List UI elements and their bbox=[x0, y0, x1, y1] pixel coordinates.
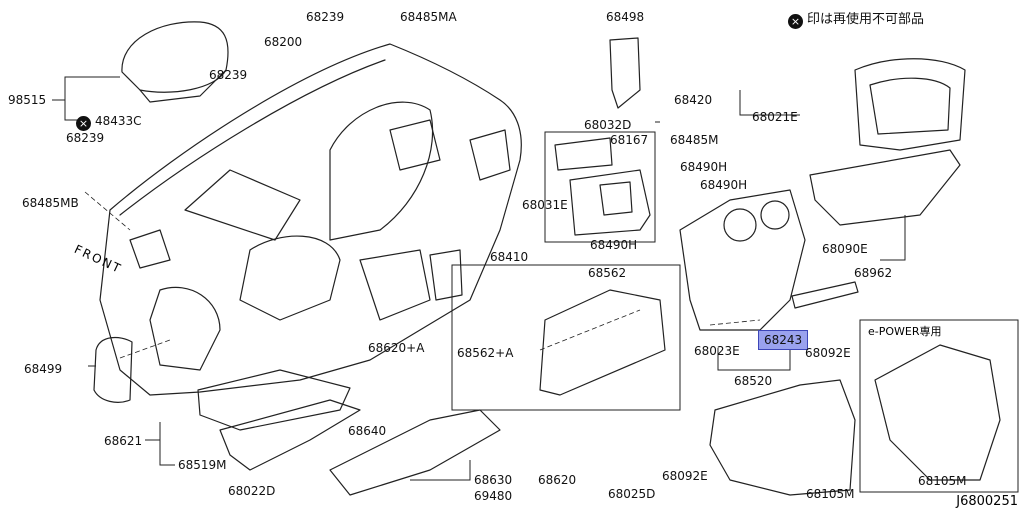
legend-text: 印は再使用不可部品 bbox=[807, 12, 925, 27]
part-68239-top[interactable]: 68239 bbox=[306, 10, 345, 24]
part-68620-A[interactable]: 68620+A bbox=[368, 341, 425, 355]
epower-inset-title: e-POWER専用 bbox=[868, 325, 942, 338]
cluster-lid-drawing bbox=[679, 189, 806, 331]
part-68420[interactable]: 68420 bbox=[674, 93, 713, 107]
part-68485MA[interactable]: 68485MA bbox=[400, 10, 457, 24]
part-68490H-c[interactable]: 68490H bbox=[590, 238, 638, 252]
lower-cover-drawing bbox=[709, 379, 856, 496]
part-68562-A[interactable]: 68562+A bbox=[457, 346, 514, 360]
group-box-switches bbox=[544, 131, 656, 243]
part-68239-left[interactable]: 68239 bbox=[66, 131, 105, 145]
part-68490H-b[interactable]: 68490H bbox=[700, 178, 748, 192]
part-69480[interactable]: 69480 bbox=[474, 489, 513, 503]
part-68023E[interactable]: 68023E bbox=[694, 344, 740, 358]
part-68498[interactable]: 68498 bbox=[606, 10, 645, 24]
part-68092E-a[interactable]: 68092E bbox=[805, 346, 851, 360]
part-68485M[interactable]: 68485M bbox=[670, 133, 719, 147]
part-68025D[interactable]: 68025D bbox=[608, 487, 656, 501]
part-68032D[interactable]: 68032D bbox=[584, 118, 632, 132]
part-68022D[interactable]: 68022D bbox=[228, 484, 276, 498]
switch-panel-drawing bbox=[554, 137, 651, 236]
group-box-glovebox bbox=[451, 264, 681, 411]
part-68490H-a[interactable]: 68490H bbox=[680, 160, 728, 174]
meter-hood-drawing bbox=[854, 58, 966, 151]
part-68621[interactable]: 68621 bbox=[104, 434, 143, 448]
x-mark-icon: × bbox=[76, 116, 91, 131]
nameplate-drawing bbox=[791, 281, 859, 309]
glovebox-door-drawing bbox=[539, 289, 666, 396]
part-68200[interactable]: 68200 bbox=[264, 35, 303, 49]
part-68520[interactable]: 68520 bbox=[734, 374, 773, 388]
side-vent-drawing bbox=[93, 336, 133, 403]
part-68090E[interactable]: 68090E bbox=[822, 242, 868, 256]
part-68519M[interactable]: 68519M bbox=[178, 458, 227, 472]
part-68105M-main[interactable]: 68105M bbox=[806, 487, 855, 501]
airbag-module-drawing bbox=[121, 21, 229, 103]
epower-cover-drawing bbox=[874, 344, 1001, 481]
part-68243-highlighted[interactable]: 68243 bbox=[758, 330, 809, 350]
part-68962[interactable]: 68962 bbox=[854, 266, 893, 280]
epower-inset-box bbox=[859, 319, 1019, 493]
part-68021E[interactable]: 68021E bbox=[752, 110, 798, 124]
reuse-legend: × 印は再使用不可部品 bbox=[788, 8, 924, 29]
part-68105M-inset[interactable]: 68105M bbox=[918, 474, 967, 488]
part-68410[interactable]: 68410 bbox=[490, 250, 529, 264]
part-68092E-b[interactable]: 68092E bbox=[662, 469, 708, 483]
part-68630[interactable]: 68630 bbox=[474, 473, 513, 487]
part-68620[interactable]: 68620 bbox=[538, 473, 577, 487]
part-68031E[interactable]: 68031E bbox=[522, 198, 568, 212]
part-48433C[interactable]: × 48433C bbox=[76, 114, 142, 131]
instrument-panel-drawing bbox=[99, 43, 522, 396]
x-mark-icon: × bbox=[788, 14, 803, 29]
part-68239-mid[interactable]: 68239 bbox=[209, 68, 248, 82]
figure-code: J6800251 bbox=[956, 494, 1018, 509]
part-68485MB[interactable]: 68485MB bbox=[22, 196, 79, 210]
part-48433C-label: 48433C bbox=[95, 114, 142, 128]
glove-box-drawing bbox=[197, 369, 501, 496]
part-68562[interactable]: 68562 bbox=[588, 266, 627, 280]
right-trim-drawing bbox=[809, 149, 961, 226]
part-98515[interactable]: 98515 bbox=[8, 93, 47, 107]
part-68499[interactable]: 68499 bbox=[24, 362, 63, 376]
part-68167[interactable]: 68167 bbox=[610, 133, 649, 147]
bracket-drawing bbox=[609, 37, 641, 109]
leader-98515 bbox=[52, 76, 120, 101]
part-68640[interactable]: 68640 bbox=[348, 424, 387, 438]
small-panel-drawing bbox=[429, 249, 463, 301]
